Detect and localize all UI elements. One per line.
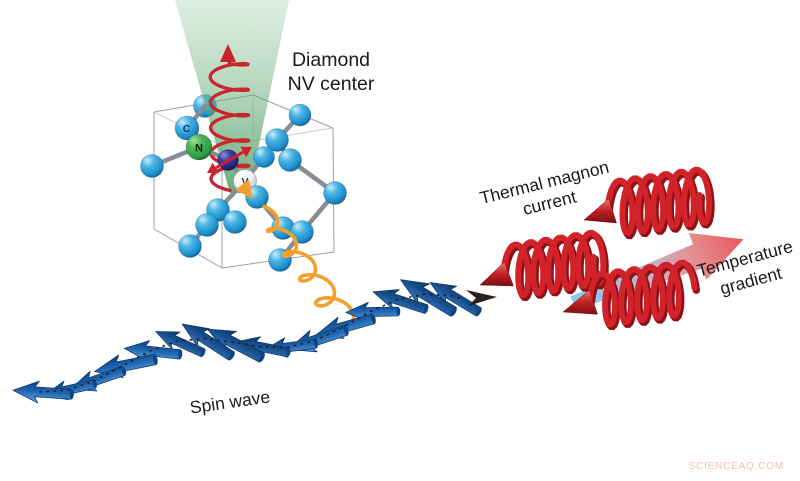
spin-arrow-tail <box>343 325 349 336</box>
spin-arrow-shape <box>429 282 482 317</box>
spin-wave-arrow <box>12 380 74 404</box>
magnon-coil <box>586 259 698 328</box>
spin-arrow-shape <box>207 328 265 363</box>
spin-wave-arrow <box>429 282 482 317</box>
carbon-atom <box>140 154 164 178</box>
thermal-magnon-2 <box>479 229 609 302</box>
watermark-text: SCIENCEAQ.COM <box>688 461 784 472</box>
spin-wave-chain <box>12 279 497 404</box>
spin-wave-arrow <box>400 279 457 317</box>
crystal-atoms: CN V <box>140 103 347 272</box>
magnon-cone-arrowhead-icon <box>479 261 514 287</box>
nv-spin-arrowhead-icon <box>240 146 252 158</box>
photon-arrowhead-icon <box>220 44 236 62</box>
carbon-atom <box>323 181 347 205</box>
carbon-atom <box>265 128 289 152</box>
spin-arrow-shape <box>400 279 457 317</box>
spin-wave-arrow <box>181 323 235 361</box>
nv-spin-arrow <box>207 146 252 174</box>
diamond-nv-line2: NV center <box>287 73 375 95</box>
spin-wave-arrow <box>155 331 206 358</box>
spin-arrow-tail <box>92 379 97 389</box>
spin-wave-arrow <box>372 289 429 314</box>
magnon-coil <box>604 166 713 237</box>
nitrogen-atom-label: N <box>195 143 203 155</box>
spin-wave-dotted-path <box>39 293 465 393</box>
carbon-atom-labeled <box>174 115 200 141</box>
thermal-magnon-3 <box>562 259 700 331</box>
spin-arrow-shape <box>155 331 206 358</box>
diamond-nv-label: Diamond NV center <box>259 48 403 96</box>
laser-cone <box>175 0 289 193</box>
carbon-atom <box>195 213 219 237</box>
nv-spin-arrowhead-icon <box>207 162 219 174</box>
spin-arrow-tail <box>396 307 401 316</box>
spin-arrow-tail <box>286 348 291 357</box>
propagation-arrowhead-icon <box>466 290 497 306</box>
nitrogen-atom <box>185 133 213 161</box>
thermal-magnon-1 <box>583 166 715 240</box>
carbon-atom-label: C <box>183 123 191 135</box>
carbon-atom <box>278 148 302 172</box>
magnon-cone-arrowhead-icon <box>583 198 617 224</box>
spin-arrow-tail <box>228 351 235 361</box>
spin-arrow-tail <box>258 352 265 363</box>
carbon-atom <box>253 146 275 168</box>
spin-arrow-tail <box>178 349 183 360</box>
microwave-coil <box>262 204 356 332</box>
spin-arrow-tail <box>475 307 482 317</box>
microwave-arrowhead-icon <box>235 179 253 199</box>
spin-arrow-tail <box>152 354 158 365</box>
spin-arrow-tail <box>423 304 429 314</box>
photon-wave <box>208 61 251 193</box>
spin-arrow-tail <box>121 366 127 376</box>
magnon-cone-arrowhead-icon <box>562 289 598 315</box>
spin-wave-arrow <box>207 328 265 363</box>
spin-arrow-tail <box>370 313 376 324</box>
diamond-nv-line1: Diamond <box>291 49 371 71</box>
carbon-atom <box>288 103 312 127</box>
carbon-atom <box>223 210 247 234</box>
spin-arrow-shape <box>12 380 73 404</box>
nv-spin-arrow-shaft <box>213 149 246 171</box>
spin-arrow-tail <box>314 339 318 349</box>
magnon-coil <box>500 229 607 299</box>
carbon-atom <box>178 234 202 258</box>
vacancy-site-label: V <box>241 176 248 188</box>
spin-arrow-tail <box>69 389 74 400</box>
spin-arrow-tail <box>200 348 206 357</box>
spin-arrow-shape <box>372 289 428 314</box>
spin-arrow-shape <box>181 323 235 361</box>
spin-arrow-tail <box>450 307 457 317</box>
